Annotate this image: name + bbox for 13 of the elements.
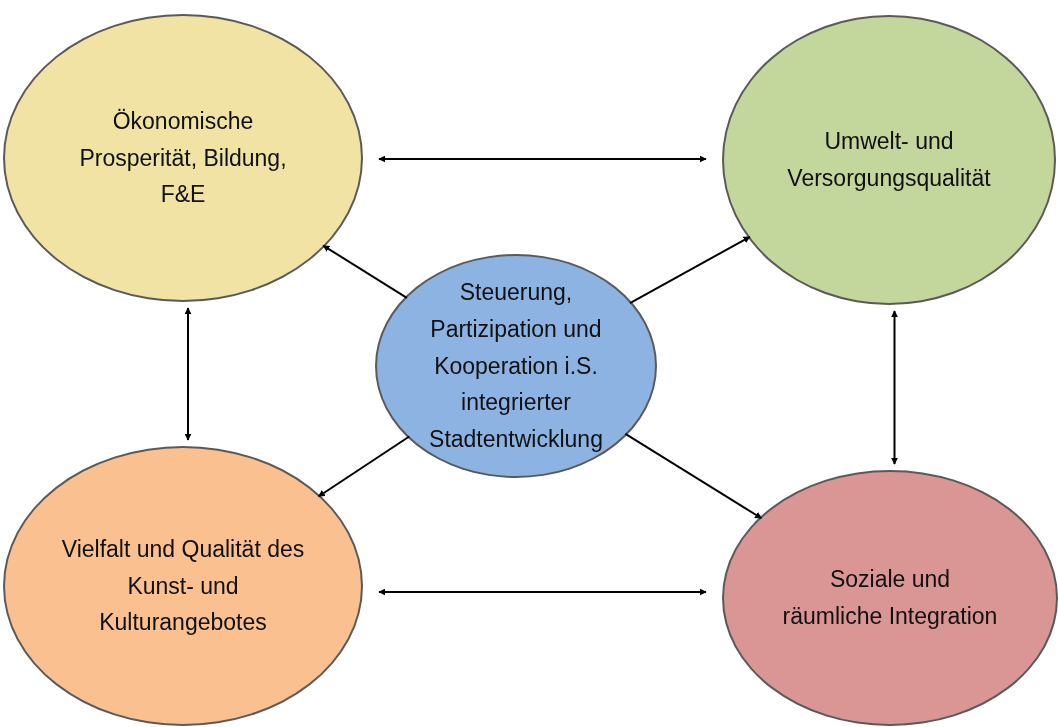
topic-label: Steuerung, Partizipation und Kooperation i.S. integrierter Stadtentwicklung (428, 278, 604, 455)
arrow (624, 432, 763, 520)
arrow (317, 435, 411, 498)
arrow (629, 235, 751, 305)
arrow (184, 307, 192, 441)
arrow (322, 244, 408, 299)
arrow (378, 588, 707, 596)
topic-label: Soziale und räumliche Integration (781, 565, 999, 631)
topic-label: Ökonomische Prosperität, Bildung, F&E (78, 106, 288, 210)
topic-label: Umwelt- und Versorgungsqualität (786, 127, 992, 193)
arrow (378, 155, 707, 163)
arrow (891, 310, 898, 465)
topic-label: Vielfalt und Qualität des Kunst- und Kulturangebotes (60, 534, 306, 638)
